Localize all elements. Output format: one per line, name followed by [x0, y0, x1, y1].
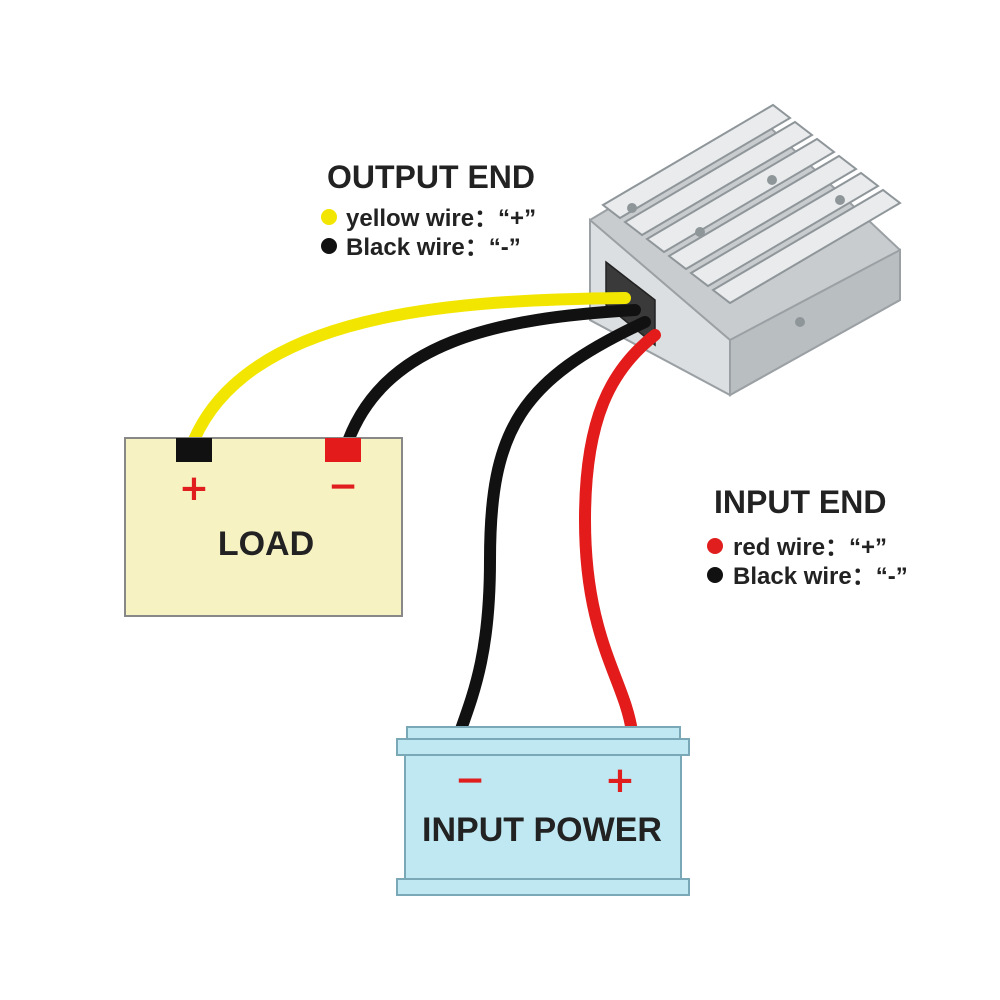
input-power-label: INPUT POWER [422, 811, 662, 849]
load-label: LOAD [218, 525, 314, 563]
input-power-box: − + INPUT POWER [396, 726, 690, 896]
black-output-wire [339, 304, 641, 456]
input-power-plus-sign: + [605, 760, 635, 801]
output-end-title: OUTPUT END [327, 159, 535, 195]
red-input-wire [578, 329, 661, 738]
output-end-item-yellow: yellow wire：“+” [346, 205, 536, 232]
dc-converter-icon [589, 103, 902, 397]
black-input-wire [454, 316, 651, 738]
red-dot-icon [707, 538, 723, 554]
wires [184, 292, 661, 738]
output-end-item-black: Black wire：“-” [346, 234, 521, 261]
input-end-item-black: Black wire：“-” [733, 563, 908, 590]
black-dot-icon [707, 567, 723, 583]
input-power-minus-sign: − [455, 760, 485, 801]
input-end-item-red: red wire：“+” [733, 534, 887, 561]
input-end-legend: INPUT END red wire：“+” Black wire：“-” [707, 484, 908, 590]
yellow-dot-icon [321, 209, 337, 225]
output-end-legend: OUTPUT END yellow wire：“+” Black wire：“-… [321, 159, 536, 261]
black-dot-icon [321, 238, 337, 254]
load-minus-sign: − [328, 466, 358, 507]
input-end-title: INPUT END [714, 484, 886, 520]
load-plus-sign: + [179, 468, 209, 509]
load-box: + − LOAD [124, 437, 403, 617]
yellow-output-wire [184, 292, 631, 456]
